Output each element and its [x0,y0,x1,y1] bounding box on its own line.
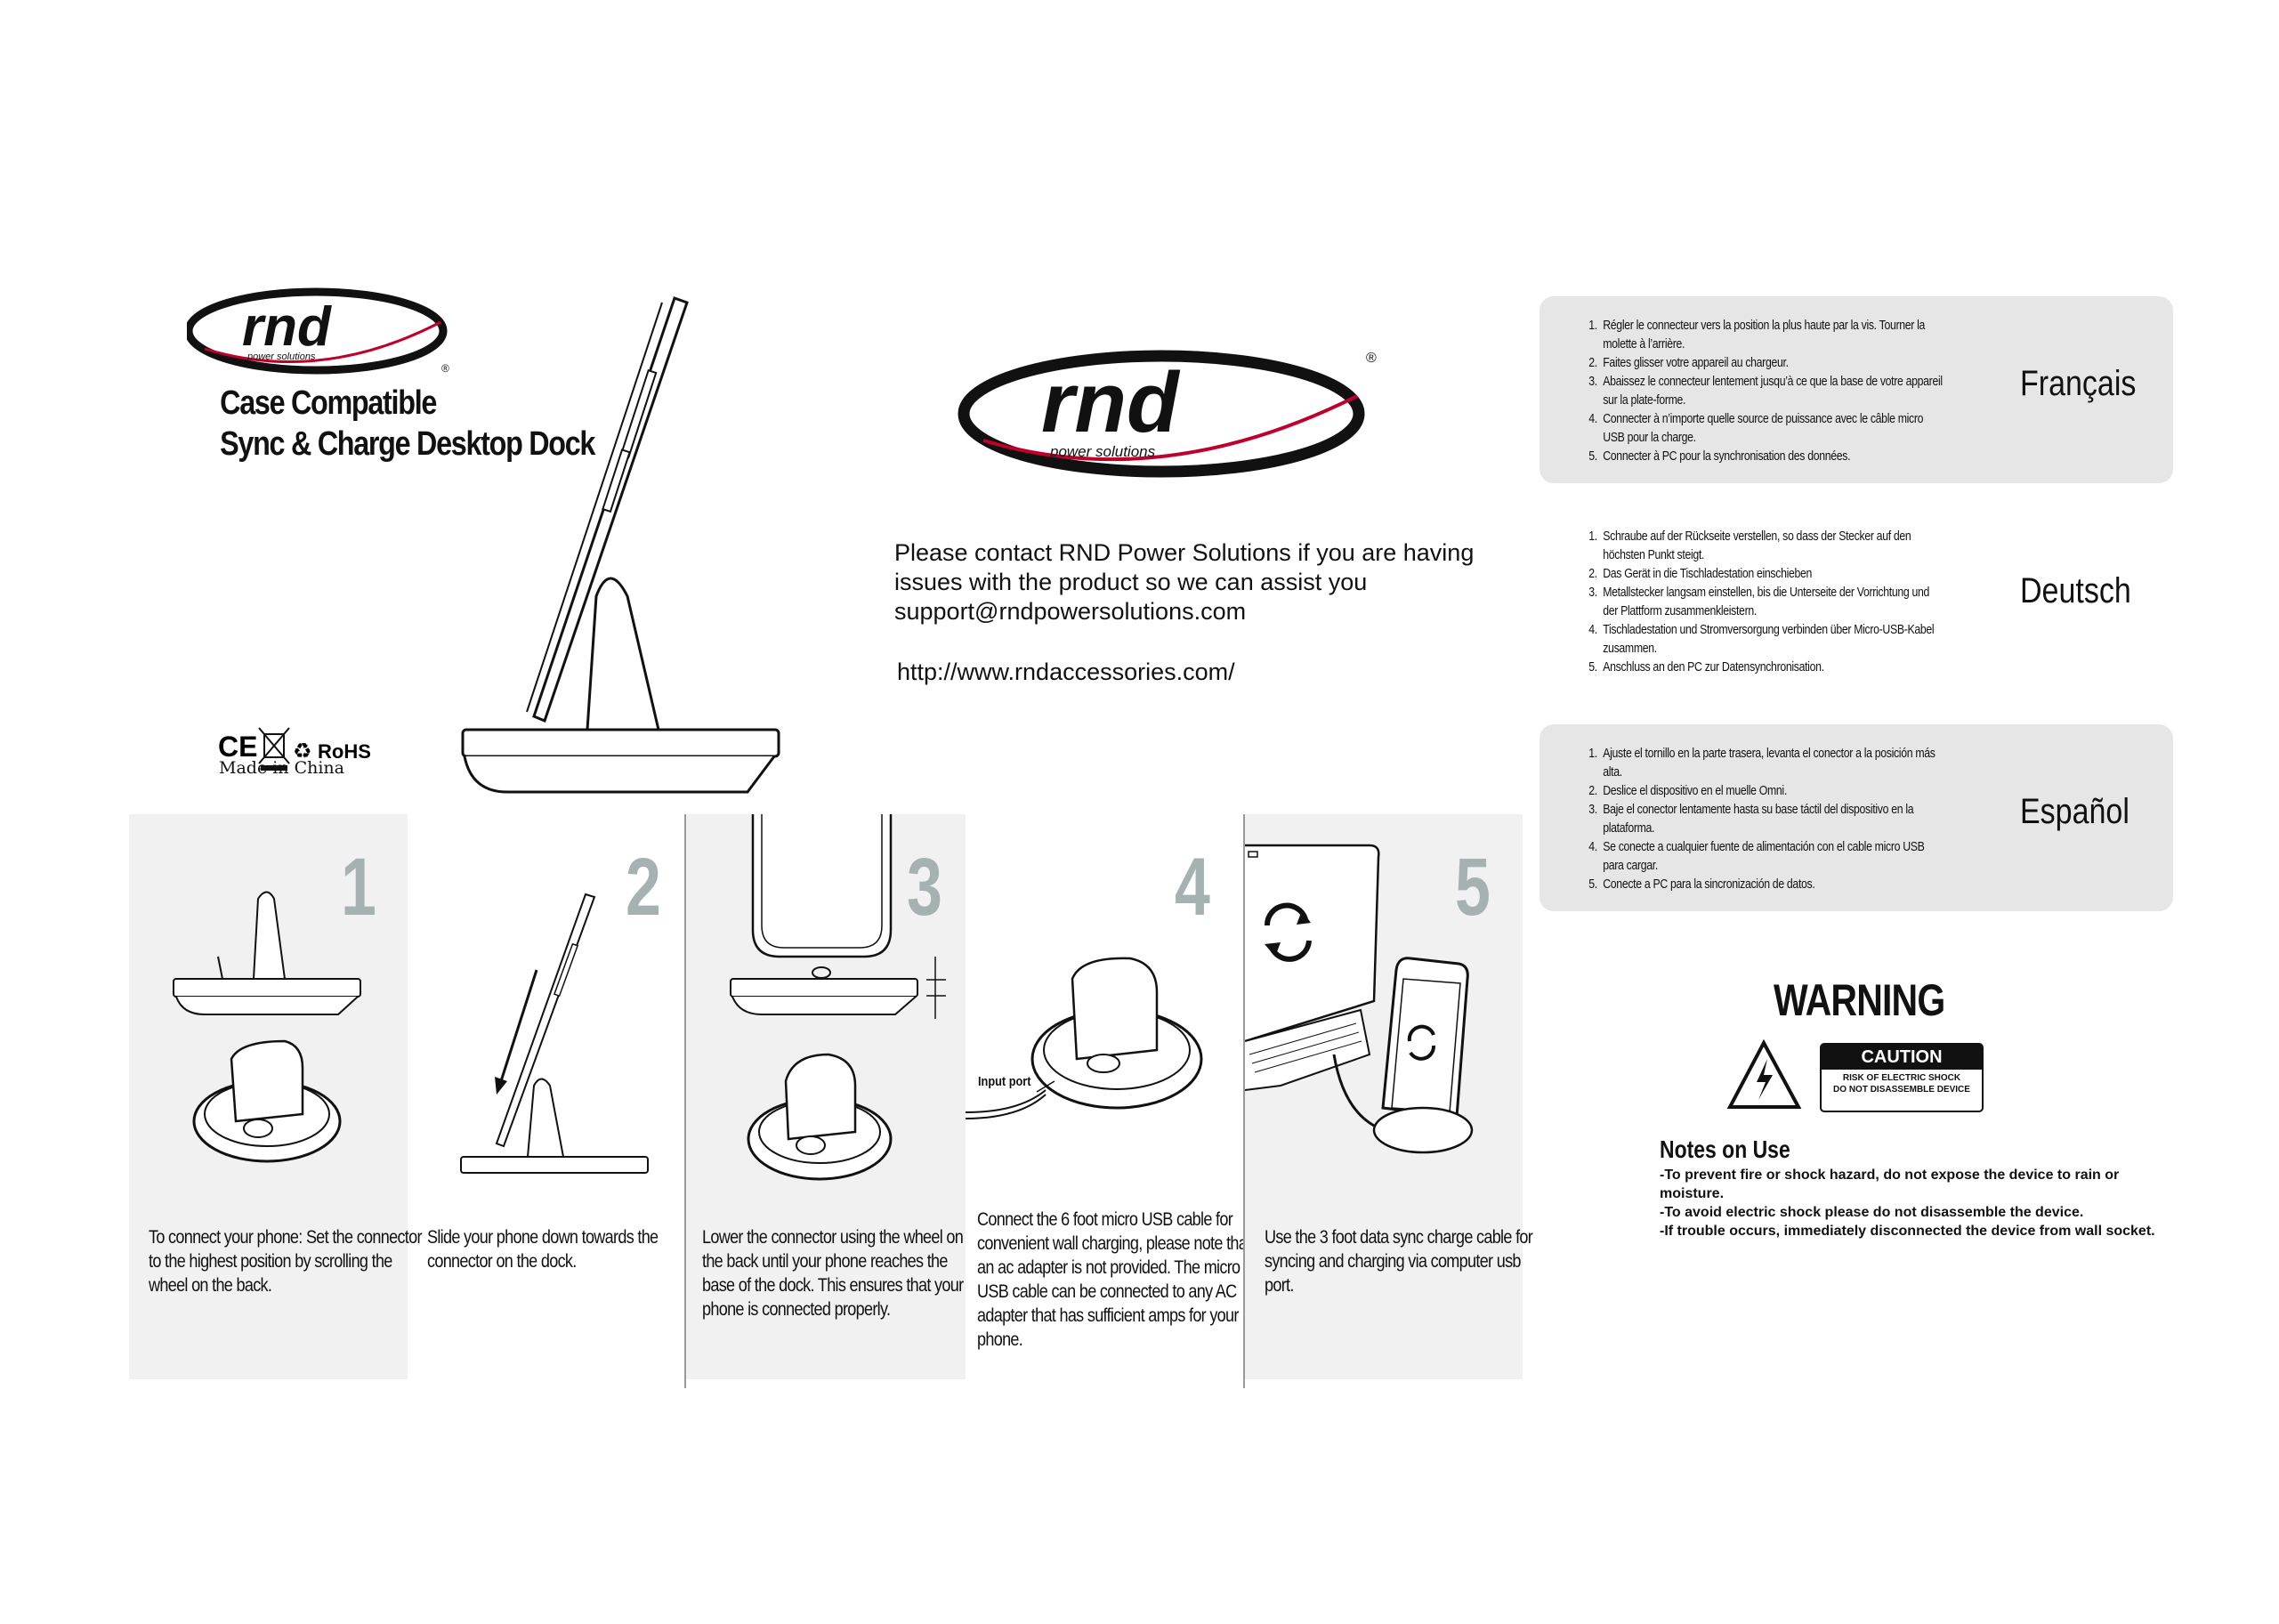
rnd-logo-small: rnd power solutions ® [187,287,449,375]
spanish-instructions: Ajuste el tornillo en la parte trasera, … [1580,744,1943,893]
step-5-panel: 5 Use the 3 foot data sync charge cable … [1245,814,1533,1379]
input-port-label: Input port [978,1074,1031,1089]
step-5-illustration [1245,844,1474,1154]
step-4-panel: 4 Input port Connect the 6 foot micro US… [966,814,1251,1379]
electric-shock-icon [1726,1039,1802,1109]
lang-name-german: Deutsch [2020,571,2131,610]
french-item: Connecter à PC pour la synchronisation d… [1600,447,1943,465]
divider-3 [684,814,686,1388]
german-item: Das Gerät in die Tischladestation einsch… [1600,564,1943,583]
spanish-item: Baje el conector lentamente hasta su bas… [1600,800,1943,837]
step-5-text: Use the 3 foot data sync charge cable fo… [1265,1227,1533,1296]
step-2-number: 2 [626,842,661,933]
lang-panel-french: Régler le connecteur vers la position la… [1540,296,2173,483]
ce-mark: CE [218,731,257,763]
step-5-number: 5 [1455,842,1491,933]
german-item: Anschluss an den PC zur Datensynchronisa… [1600,658,1943,676]
logo-rnd-text: rnd [242,296,332,358]
registered-mark-large: ® [1366,351,1377,366]
step-3-illustration [730,814,946,1181]
title-line-2: Sync & Charge Desktop Dock [220,425,595,463]
step-1-number: 1 [341,842,376,933]
contact-line-1: Please contact RND Power Solutions if yo… [894,539,1475,566]
step-3-panel: 3 Lower the connector using the wheel on… [686,814,966,1379]
step-4-number: 4 [1175,842,1210,933]
spanish-item: Conecte a PC para la sincronización de d… [1600,875,1943,893]
recycle-icon: ♻ [293,739,312,764]
lang-panel-spanish: Ajuste el tornillo en la parte trasera, … [1540,724,2173,911]
spanish-item: Ajuste el tornillo en la parte trasera, … [1600,744,1943,781]
step-3-text: Lower the connector using the wheel on t… [702,1227,964,1320]
german-item: Metallstecker langsam einstellen, bis di… [1600,583,1943,620]
french-instructions: Régler le connecteur vers la position la… [1580,316,1943,465]
divider-5 [1243,814,1245,1388]
caution-line-2: DO NOT DISASSEMBLE DEVICE [1833,1085,1970,1095]
german-instructions: Schraube auf der Rückseite verstellen, s… [1580,527,1943,676]
logo-sub-text-large: power solutions [1049,443,1156,460]
german-item: Schraube auf der Rückseite verstellen, s… [1600,527,1943,564]
weee-bin-icon [258,727,290,771]
step-4-text: Connect the 6 foot micro USB cable for c… [977,1209,1251,1350]
made-in-text: Made in China [219,758,344,778]
logo-rnd-text-large: rnd [1041,355,1181,450]
rohs-mark: RoHS [318,740,371,763]
caution-heading: CAUTION [1822,1045,1982,1070]
website-link[interactable]: http://www.rndaccessories.com/ [897,658,1235,685]
lang-name-french: Français [2020,364,2137,403]
french-item: Faites glisser votre appareil au chargeu… [1600,353,1943,372]
french-item: Régler le connecteur vers la position la… [1600,316,1943,353]
spanish-item: Se conecte a cualquier fuente de aliment… [1600,837,1943,875]
rnd-logo-large: rnd power solutions ® [958,350,1377,478]
contact-block: Please contact RND Power Solutions if yo… [894,538,1474,626]
title-line-1: Case Compatible [220,384,437,422]
caution-label: CAUTION RISK OF ELECTRIC SHOCK DO NOT DI… [1820,1043,1984,1112]
french-item: Connecter à n’importe quelle source de p… [1600,409,1943,447]
note-item: -To prevent fire or shock hazard, do not… [1660,1168,2120,1201]
spanish-item: Deslice el dispositivo en el muelle Omni… [1600,781,1943,800]
contact-line-2: issues with the product so we can assist… [894,569,1368,595]
step-1-panel: 1 To connect your phone: Set the connect… [129,814,423,1379]
step-4-illustration [966,957,1203,1119]
note-item: -If trouble occurs, immediately disconne… [1660,1224,2155,1239]
notes-list: -To prevent fire or shock hazard, do not… [1660,1166,2162,1240]
caution-line-1: RISK OF ELECTRIC SHOCK [1842,1073,1961,1083]
certification-marks: CE ♻ RoHS [218,727,371,771]
lang-panel-german: Schraube auf der Rückseite verstellen, s… [1540,514,2173,683]
warning-title: WARNING [1774,975,1945,1025]
step-3-number: 3 [907,842,942,933]
product-title: Case Compatible Sync & Charge Desktop Do… [220,383,595,465]
note-item: -To avoid electric shock please do not d… [1660,1205,2084,1220]
notes-title: Notes on Use [1660,1135,1790,1163]
step-1-illustration [173,891,361,1163]
support-email[interactable]: support@rndpowersolutions.com [894,598,1247,625]
step-2-panel: 2 Slide your phone down towards the conn… [408,814,684,1379]
step-2-illustration [460,893,649,1174]
german-item: Tischladestation und Stromversorgung ver… [1600,620,1943,658]
dock-hero-illustration [461,296,780,794]
step-1-text: To connect your phone: Set the connector… [149,1227,423,1296]
lang-name-spanish: Español [2020,792,2129,831]
registered-mark: ® [441,362,449,375]
step-2-text: Slide your phone down towards the connec… [427,1227,659,1272]
logo-sub-text: power solutions [246,351,316,362]
french-item: Abaissez le connecteur lentement jusqu’à… [1600,372,1943,409]
